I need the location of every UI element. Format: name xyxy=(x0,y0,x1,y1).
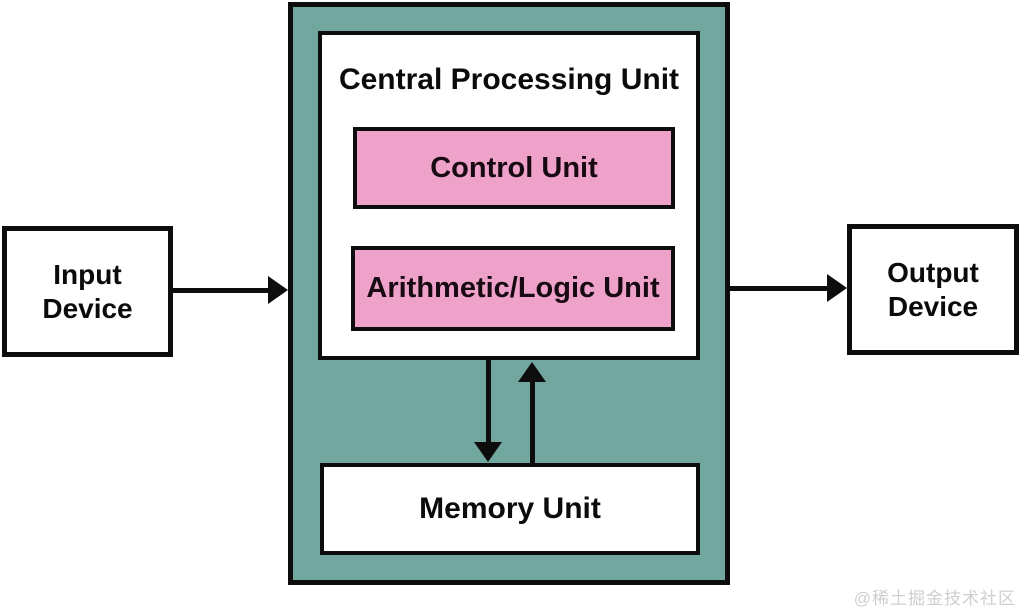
arithmetic-logic-unit-box: Arithmetic/Logic Unit xyxy=(351,246,675,331)
control-unit-box: Control Unit xyxy=(353,127,675,209)
arrow-memory-to-cpu xyxy=(518,362,546,463)
watermark-text: @稀土掘金技术社区 xyxy=(853,589,1016,608)
cpu-title: Central Processing Unit xyxy=(338,63,680,96)
arrow-shaft xyxy=(530,380,535,463)
arrow-input-to-cpu xyxy=(172,276,288,304)
input-device-box: Input Device xyxy=(2,226,173,357)
arrow-shaft xyxy=(172,288,270,293)
cpu-box: Central Processing Unit Control Unit Ari… xyxy=(318,31,700,360)
arrow-shaft xyxy=(730,286,829,291)
arrow-shaft xyxy=(486,360,491,444)
memory-unit-box: Memory Unit xyxy=(320,463,700,555)
arrow-head-right-icon xyxy=(827,274,847,302)
arrow-cpu-to-memory xyxy=(474,360,502,462)
arrow-head-right-icon xyxy=(268,276,288,304)
arrow-head-up-icon xyxy=(518,362,546,382)
arrow-head-down-icon xyxy=(474,442,502,462)
arrow-cpu-to-output xyxy=(730,274,847,302)
output-device-box: Output Device xyxy=(847,224,1019,355)
